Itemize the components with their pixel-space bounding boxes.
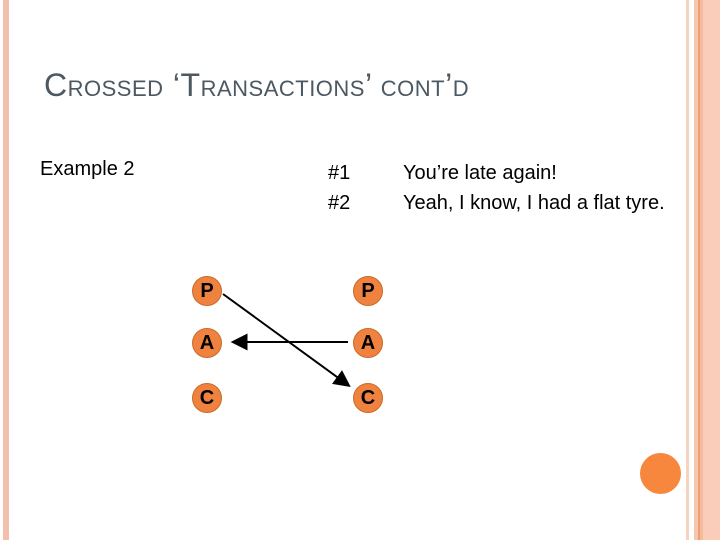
right-edge-stripe [700, 0, 703, 540]
dialogue-number: #1 [328, 162, 351, 184]
right-edge-stripe [686, 0, 689, 540]
example-label: Example 2 [40, 158, 135, 180]
pac-node-right-child: C [353, 383, 383, 413]
arrow-parent-to-child [222, 293, 351, 388]
dialogue-text: You’re late again! [403, 162, 557, 184]
pac-node-left-parent: P [192, 276, 222, 306]
pac-node-right-parent: P [353, 276, 383, 306]
pac-node-left-child: C [192, 383, 222, 413]
right-edge-stripe [703, 0, 720, 540]
dialogue-text: Yeah, I know, I had a flat tyre. [403, 192, 665, 214]
left-edge-stripe [3, 0, 9, 540]
pac-node-right-adult: A [353, 328, 383, 358]
right-edge-stripe [698, 0, 700, 540]
dialogue-number: #2 [328, 192, 351, 214]
slide-title: Crossed ‘Transactions’ cont’d [44, 67, 470, 103]
pac-node-left-adult: A [192, 328, 222, 358]
right-edge-stripe [694, 0, 698, 540]
accent-dot [640, 453, 681, 494]
